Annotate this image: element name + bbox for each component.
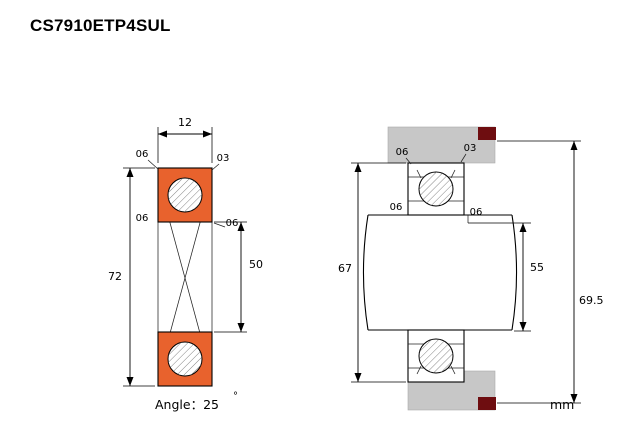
- right-chamfer-top-left-label: 06: [396, 147, 409, 158]
- right-housing-dim-label: 67: [338, 262, 352, 275]
- mounted-bearing-top: [407, 162, 465, 216]
- left-dim-outer: 72: [108, 167, 155, 387]
- shaft-right-end: [511, 214, 518, 331]
- contact-angle-line-2: [165, 207, 205, 349]
- left-view: 12 72 50 06 03 06 06 Angle：25: [108, 116, 263, 412]
- left-dim-bore: 50: [214, 221, 263, 333]
- mounted-ball-bottom-hatch: [419, 339, 453, 373]
- angle-label: Angle：25: [155, 397, 219, 412]
- left-bore-dim-label: 50: [249, 258, 263, 271]
- angle-degree-symbol: °: [233, 391, 238, 402]
- right-dim-overall: 69.5: [497, 140, 604, 404]
- right-chamfer-labels: 06 03 06 06: [390, 143, 483, 218]
- right-view: 67 55 69.5 06 03 06 06 mm: [338, 126, 604, 412]
- left-width-dim-label: 12: [178, 116, 192, 129]
- ball-bottom-hatch: [168, 342, 202, 376]
- right-chamfer-inner-right-label: 06: [470, 207, 483, 218]
- shaft: [362, 214, 518, 331]
- right-overall-dim-label: 69.5: [579, 294, 604, 307]
- mounted-bearing-bottom: [407, 329, 465, 383]
- left-dim-width: 12: [157, 116, 213, 163]
- left-chamfer-inner-right-label: 06: [226, 218, 239, 229]
- left-chamfer-labels: 06 03 06 06: [136, 149, 239, 229]
- right-shaft-dim-label: 55: [530, 261, 544, 274]
- right-chamfer-inner-left-label: 06: [390, 202, 403, 213]
- shaft-left-end: [362, 214, 369, 331]
- ball-top-hatch: [168, 178, 202, 212]
- left-chamfer-top-left-label: 06: [136, 149, 149, 160]
- seal-block-bottom: [478, 397, 496, 410]
- left-bearing-section: [157, 167, 213, 387]
- seal-block-top: [478, 127, 496, 140]
- mounted-ball-top-hatch: [419, 172, 453, 206]
- right-chamfer-top-right-label: 03: [464, 143, 477, 154]
- right-dim-housing: 67: [338, 162, 406, 383]
- left-chamfer-top-right-label: 03: [217, 153, 230, 164]
- left-chamfer-inner-left-label: 06: [136, 213, 149, 224]
- unit-label: mm: [550, 397, 574, 412]
- left-outer-dim-label: 72: [108, 270, 122, 283]
- left-angle-annotation: Angle：25 °: [155, 391, 238, 412]
- right-dim-shaft: 55: [468, 222, 544, 332]
- part-number-title: CS7910ETP4SUL: [30, 16, 171, 35]
